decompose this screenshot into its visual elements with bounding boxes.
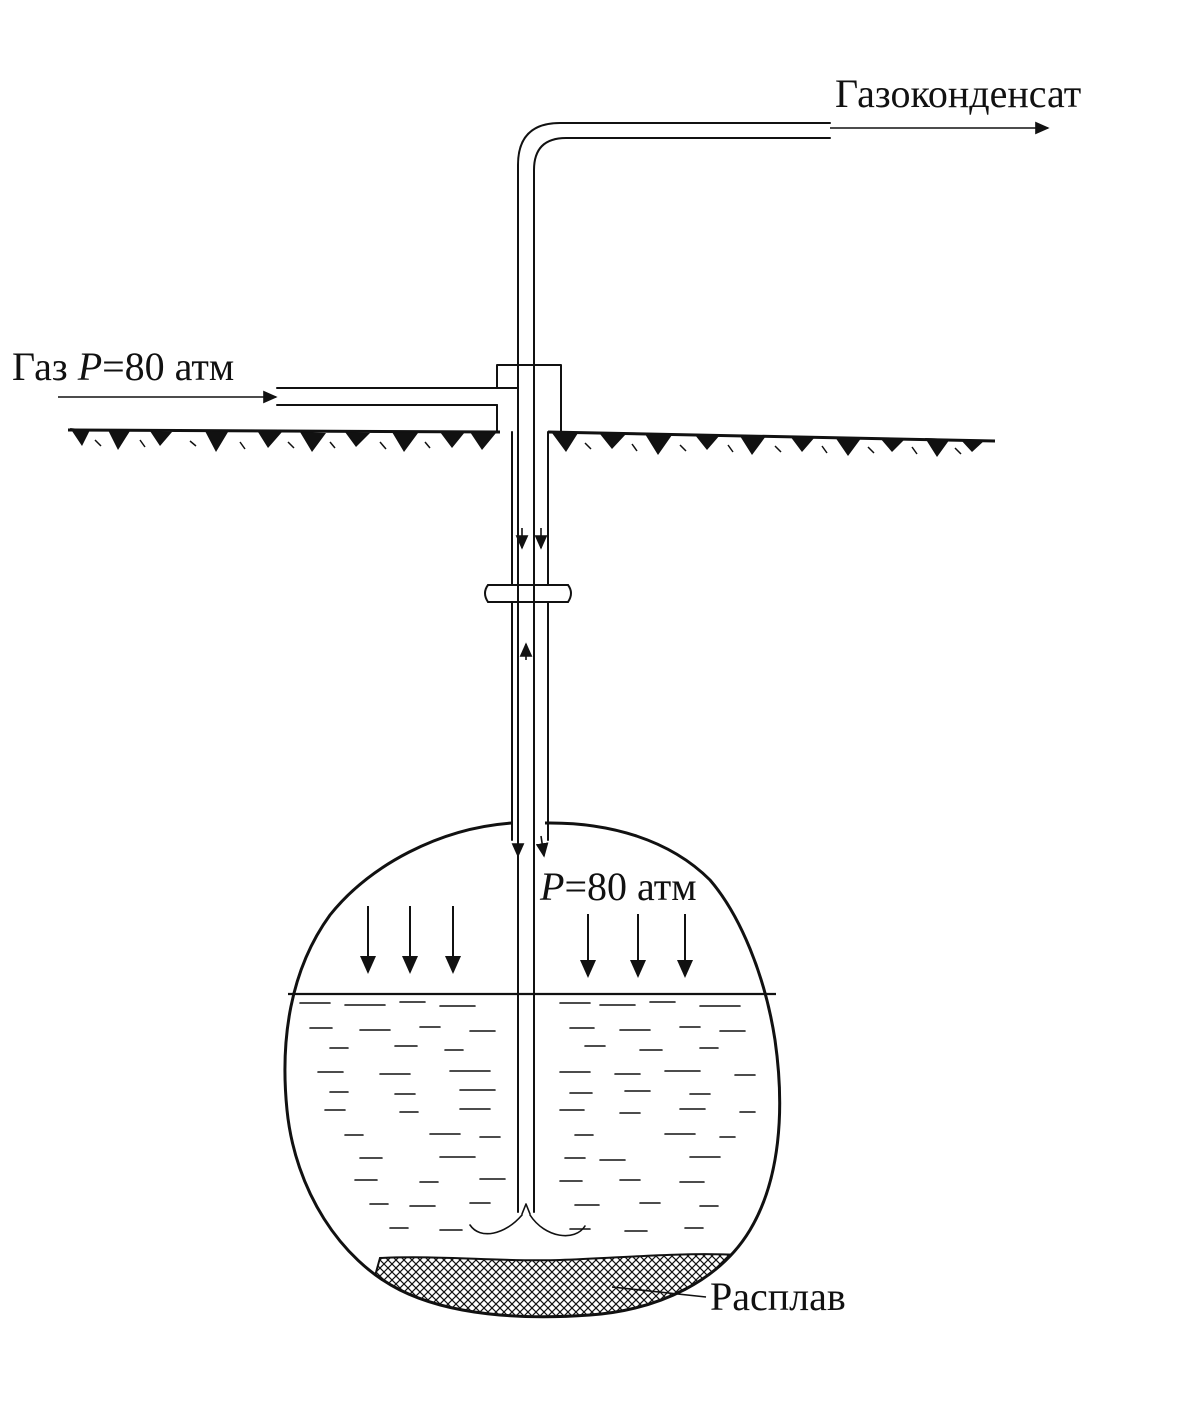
gas-condensate-label: Газоконденсат	[835, 71, 1081, 116]
gas-inlet-label: Газ P=80 атм	[12, 344, 234, 389]
cavity-pressure-value: =80 атм	[564, 864, 696, 909]
cavern	[283, 821, 782, 1319]
cavity-pressure-symbol: P	[539, 864, 564, 909]
well-casing	[511, 431, 549, 841]
gas-inlet-value: =80 атм	[102, 344, 234, 389]
outlet-pipe	[517, 122, 831, 821]
melt-region	[358, 1253, 762, 1317]
flange	[484, 584, 572, 603]
melt-label: Расплав	[710, 1274, 846, 1319]
gas-inlet-prefix: Газ	[12, 344, 78, 389]
inlet-pipe	[276, 387, 519, 406]
ground-surface	[67, 428, 996, 457]
inner-tube	[517, 819, 535, 1213]
liquid-texture	[299, 1001, 756, 1232]
cavity-pressure-label: P=80 атм	[539, 864, 697, 909]
annulus-flow-arrows	[511, 528, 549, 858]
suction-swirl	[469, 1203, 586, 1237]
melt-leader-line	[611, 1286, 707, 1298]
wellhead	[496, 364, 562, 433]
gas-inlet-symbol: P	[77, 344, 102, 389]
pressure-arrows	[360, 906, 693, 978]
